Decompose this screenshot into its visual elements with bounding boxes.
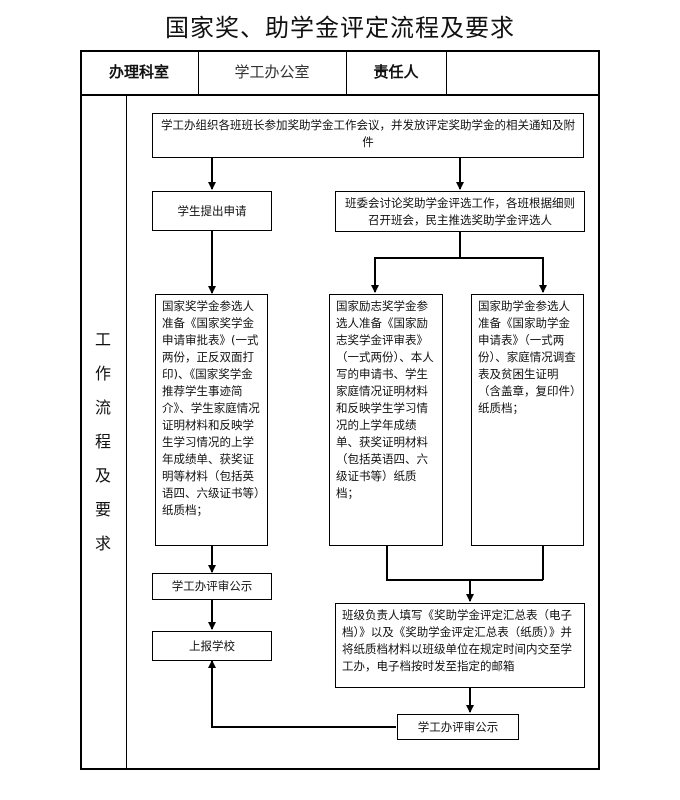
page-title: 国家奖、助学金评定流程及要求 <box>165 14 515 42</box>
side-label-char: 求 <box>94 534 111 553</box>
node-national-scholarship: 国家奖学金参选人准备《国家奖学金申请审批表》(一式两份，正反双面打印)、《国家奖… <box>155 294 268 546</box>
connector-merge <box>386 546 543 581</box>
node-national-grant: 国家助学金参选人准备《国家助学金申请表》（一式两份）、家庭情况调查表及贫困生证明… <box>471 294 584 546</box>
node-office-review-1: 学工办评审公示 <box>152 573 272 600</box>
header-department-label: 办理科室 <box>108 63 169 81</box>
arrow-review2-to-report <box>208 660 396 728</box>
header-responsible-label: 责任人 <box>373 63 419 81</box>
node-report-school: 上报学校 <box>152 631 272 661</box>
flowchart-frame <box>80 50 600 770</box>
side-label-char: 要 <box>94 500 111 519</box>
header-divider <box>198 50 199 94</box>
side-label-char: 作 <box>94 364 111 383</box>
side-label-char: 及 <box>94 466 111 485</box>
node-apply: 学生提出申请 <box>152 191 272 231</box>
header-divider <box>446 50 447 94</box>
header-department-value: 学工办公室 <box>234 63 310 81</box>
arrow-committee-to-grant <box>460 257 547 293</box>
side-label-column: 工 作 流 程 及 要 求 <box>80 96 127 770</box>
node-office-review-2: 学工办评审公示 <box>397 714 519 740</box>
node-meeting: 学工办组织各班班长参加奖助学金工作会议，并发放评定奖助学金的相关通知及附件 <box>152 113 584 158</box>
arrow-committee-to-inspirational <box>371 232 461 293</box>
header-row: 办理科室 学工办公室 责任人 <box>80 50 600 96</box>
node-monitor-fill: 班级负责人填写《奖助学金评定汇总表（电子档）》以及《奖助学金评定汇总表（纸质）》… <box>335 603 585 688</box>
side-label-char: 程 <box>94 432 111 451</box>
node-inspirational-scholarship: 国家励志奖学金参选人准备《国家励志奖学金评审表》（一式两份）、本人写的申请书、学… <box>329 294 443 546</box>
node-class-committee: 班委会讨论奖助学金评选工作，各班根据细则召开班会，民主推选奖助学金评选人 <box>335 191 585 232</box>
side-label-char: 工 <box>94 330 111 349</box>
header-divider <box>346 50 347 94</box>
side-label-char: 流 <box>94 398 111 417</box>
